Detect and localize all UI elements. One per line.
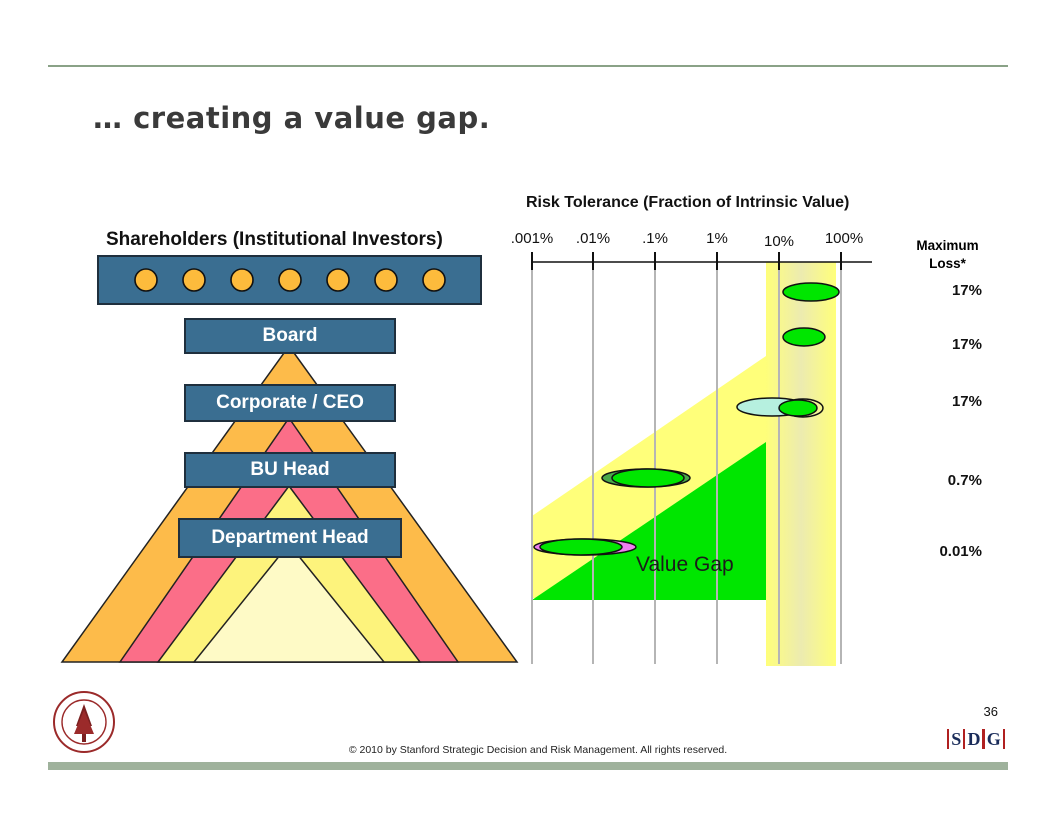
page-number: 36 xyxy=(983,704,998,719)
tick-label: 1% xyxy=(706,230,728,247)
shareholders-heading: Shareholders (Institutional Investors) xyxy=(106,229,443,250)
sdg-letter: D xyxy=(967,728,981,749)
ceo-tolerance-marker xyxy=(778,399,818,417)
corporate-ceo-box: Corporate / CEO xyxy=(184,384,396,422)
max-loss-value: 0.7% xyxy=(947,472,982,489)
tick-label: 100% xyxy=(824,230,864,247)
risk-tolerance-band xyxy=(766,262,836,666)
shareholder-dot xyxy=(422,268,446,292)
max-loss-value: 17% xyxy=(951,282,982,299)
shareholder-dot xyxy=(230,268,254,292)
bu-head-box: BU Head xyxy=(184,452,396,488)
department-head-box: Department Head xyxy=(178,518,402,558)
copyright-notice: © 2010 by Stanford Strategic Decision an… xyxy=(348,744,728,756)
top-divider xyxy=(48,65,1008,67)
tick-label: .1% xyxy=(642,230,668,247)
board-tolerance-marker xyxy=(782,327,826,347)
tick-label: 10% xyxy=(763,233,795,250)
shareholder-dot xyxy=(326,268,350,292)
max-loss-heading: Maximum Loss* xyxy=(916,238,979,271)
pyramid-inner-layer xyxy=(192,542,386,663)
bu-head-label: BU Head xyxy=(250,459,330,480)
corporate-ceo-label: Corporate / CEO xyxy=(216,392,364,413)
shareholder-dot xyxy=(374,268,398,292)
bu-tolerance-marker xyxy=(611,468,685,488)
shareholder-dots xyxy=(134,268,446,292)
value-gap-label: Value Gap xyxy=(636,553,734,576)
bottom-band xyxy=(48,762,1008,770)
board-box: Board xyxy=(184,318,396,354)
gridlines xyxy=(531,262,842,664)
shareholder-dot xyxy=(134,268,158,292)
shareholder-dot xyxy=(278,268,302,292)
tick-label: .01% xyxy=(575,230,611,247)
board-label: Board xyxy=(262,325,318,346)
risk-tolerance-heading: Risk Tolerance (Fraction of Intrinsic Va… xyxy=(526,194,850,211)
max-loss-value: 17% xyxy=(951,393,982,410)
sdg-letter: G xyxy=(986,728,1001,749)
shareholders-tolerance-marker xyxy=(782,282,840,302)
department-tolerance-marker xyxy=(539,538,623,556)
department-head-label: Department Head xyxy=(211,527,369,548)
max-loss-value: 17% xyxy=(951,336,982,353)
stanford-seal-logo xyxy=(53,691,115,753)
tick-label: .001% xyxy=(510,230,554,247)
shareholder-dot xyxy=(182,268,206,292)
slide-title: … creating a value gap. xyxy=(93,101,491,135)
axis-ticks xyxy=(531,252,842,270)
value-gap-area xyxy=(532,442,766,600)
max-loss-value: 0.01% xyxy=(939,543,982,560)
sdg-letter: S xyxy=(951,728,962,749)
